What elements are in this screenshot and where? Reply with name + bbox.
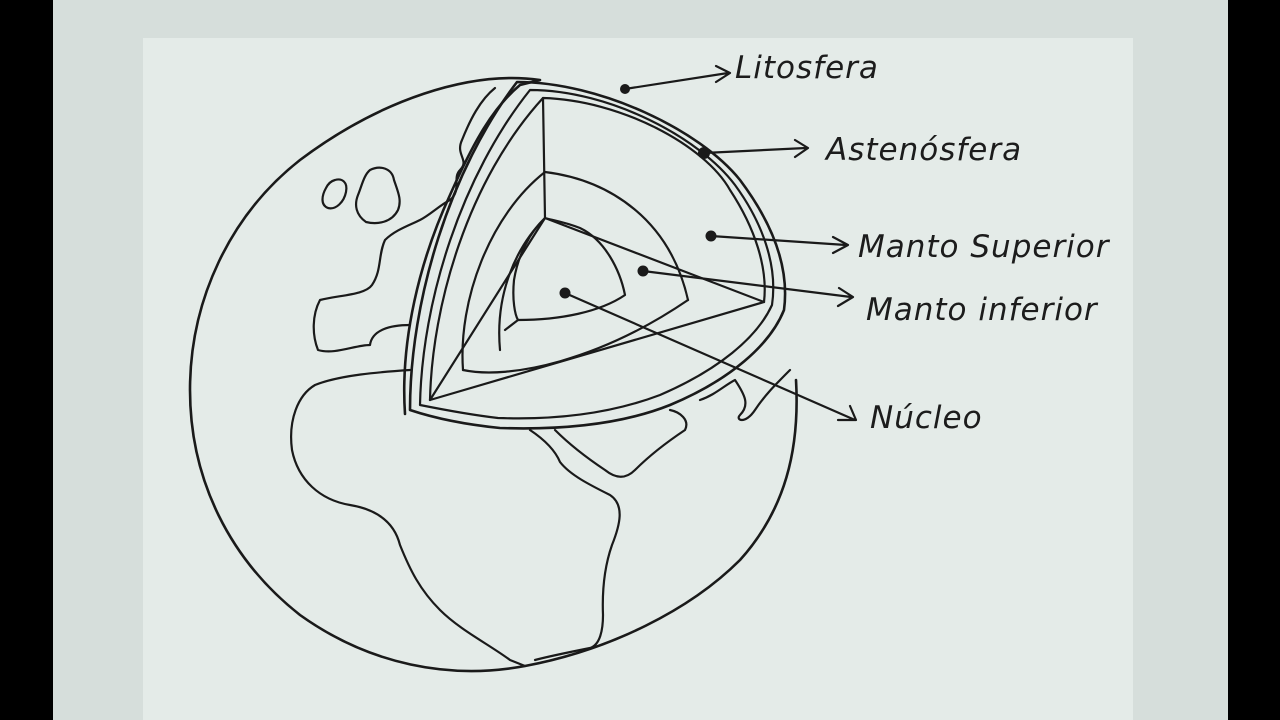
astenosfera-leader (702, 138, 810, 159)
wedge-lower-edge (428, 216, 547, 402)
crust-inner-bottom-edge (428, 300, 766, 402)
americas-coastline (528, 428, 621, 662)
manto-superior-leader (709, 234, 850, 255)
ireland-island (321, 178, 348, 210)
british-isles (355, 166, 401, 225)
africa-coastline (290, 368, 527, 668)
nucleo-leader (563, 291, 858, 422)
wedge-horizontal-edge (543, 216, 766, 304)
wedge-vertical-edge (541, 96, 547, 220)
litosfera-label: Litosfera (735, 50, 879, 86)
litosfera-leader (623, 64, 732, 91)
manto-inferior-label: Manto inferior (866, 292, 1099, 328)
nucleo-label: Núcleo (870, 400, 983, 436)
lithosphere-outer-edge (408, 80, 787, 430)
manto-superior-label: Manto Superior (858, 229, 1111, 265)
paper-sheet (143, 38, 1133, 720)
asia-coastline (698, 368, 792, 422)
core-boundary (512, 216, 627, 322)
arabia-coastline (553, 408, 688, 478)
globe-outline (188, 76, 798, 673)
manto-inferior-leader (641, 269, 855, 308)
upper-mantle-boundary (461, 170, 690, 372)
crust-inner-edge (428, 96, 766, 402)
europe-coastline (312, 86, 497, 353)
mantle-ring-bottom (461, 298, 690, 374)
astenosfera-label: Astenósfera (824, 132, 1022, 168)
core-cut-line (503, 318, 520, 332)
asthenosphere-edge (418, 88, 775, 420)
